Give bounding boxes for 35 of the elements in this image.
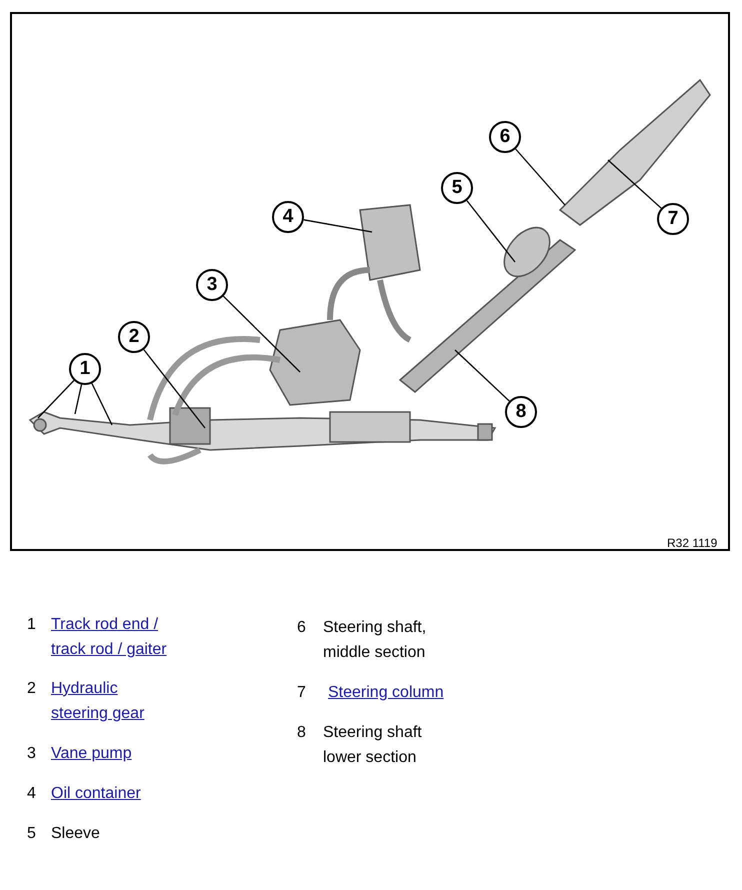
callout-number: 6	[489, 121, 521, 153]
link: Steering column	[328, 683, 445, 703]
link: Oil container	[51, 784, 142, 804]
link: Vane pump	[51, 744, 133, 764]
callout-number: 8	[505, 396, 537, 428]
leader-line	[74, 384, 82, 414]
leader-line	[515, 148, 566, 206]
callout-number: 5	[441, 172, 473, 204]
item-number: 4	[27, 784, 37, 804]
item-number: 8	[297, 723, 307, 743]
callout-number: 7	[657, 203, 689, 235]
item-number: 7	[297, 683, 307, 703]
leader-line	[222, 296, 300, 372]
callout-number: 1	[69, 353, 101, 385]
item-number: 1	[27, 615, 37, 635]
item-number: 2	[27, 679, 37, 699]
leader-line	[304, 219, 372, 233]
item-number: 6	[297, 618, 307, 638]
callout-number: 3	[196, 269, 228, 301]
leader-line	[143, 349, 206, 428]
link: Track rod end / track rod / gaiter	[51, 615, 168, 660]
leader-line	[38, 380, 74, 418]
item-text: Steering shaft lower section	[323, 723, 423, 768]
callout-number: 4	[272, 201, 304, 233]
item-text: Steering shaft, middle section	[323, 618, 428, 663]
leader-line	[91, 383, 113, 426]
figure-code: R32 1119	[667, 536, 718, 550]
link: Hydraulic steering gear	[51, 679, 146, 724]
leader-line	[454, 350, 510, 402]
leader-line	[466, 200, 516, 262]
item-text: Sleeve	[51, 824, 101, 844]
callout-number: 2	[118, 321, 150, 353]
item-number: 5	[27, 824, 37, 844]
item-number: 3	[27, 744, 37, 764]
leader-line	[608, 160, 662, 209]
